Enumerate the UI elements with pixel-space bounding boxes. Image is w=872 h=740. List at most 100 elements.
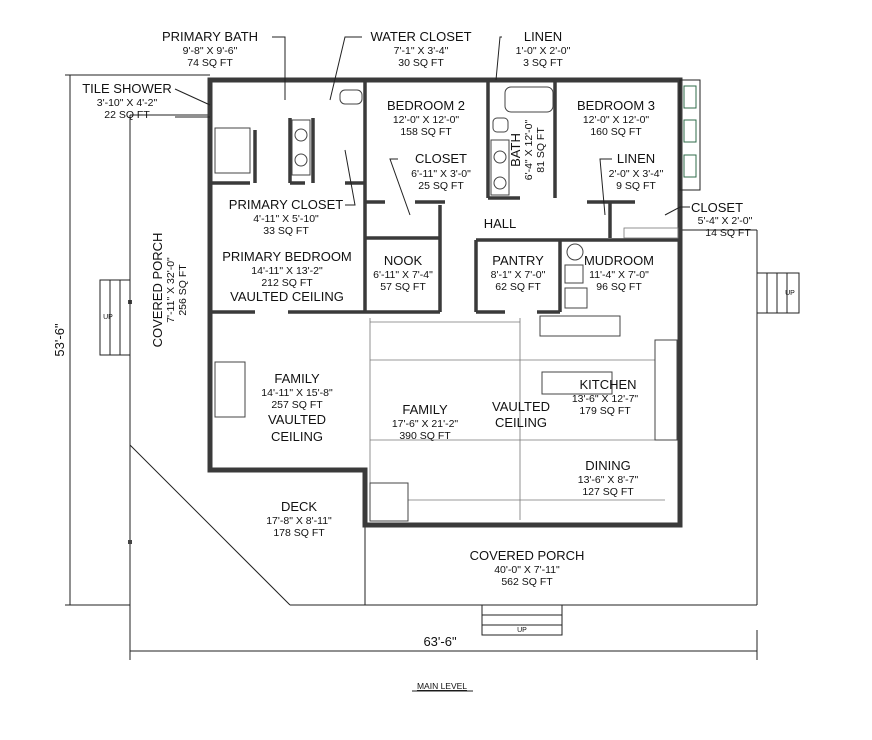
room-closet-hall: CLOSET 5'-4" X 2'-0" 14 SQ FT <box>691 200 753 239</box>
toilet-icon <box>492 117 509 133</box>
svg-text:DECK: DECK <box>281 499 317 514</box>
svg-text:9 SQ FT: 9 SQ FT <box>616 180 656 192</box>
room-family-large: FAMILY 17'-6" X 21'-2" 390 SQ FT <box>392 402 459 442</box>
stairs-right: UP <box>756 272 800 314</box>
svg-text:LINEN: LINEN <box>524 29 562 44</box>
svg-text:74 SQ FT: 74 SQ FT <box>187 57 233 69</box>
svg-text:8'-1" X 7'-0": 8'-1" X 7'-0" <box>491 269 546 281</box>
svg-text:CEILING: CEILING <box>495 415 547 430</box>
svg-text:13'-6" X 12'-7": 13'-6" X 12'-7" <box>572 393 639 405</box>
svg-text:BEDROOM 3: BEDROOM 3 <box>577 98 655 113</box>
svg-text:6'-11" X 7'-4": 6'-11" X 7'-4" <box>373 269 433 281</box>
svg-text:256 SQ FT: 256 SQ FT <box>177 264 189 316</box>
room-family-small: FAMILY 14'-11" X 15'-8" 257 SQ FT VAULTE… <box>261 371 333 444</box>
svg-text:CLOSET: CLOSET <box>691 200 743 215</box>
svg-text:TILE SHOWER: TILE SHOWER <box>82 81 172 96</box>
svg-text:WATER CLOSET: WATER CLOSET <box>370 29 471 44</box>
svg-text:14 SQ FT: 14 SQ FT <box>705 227 751 239</box>
svg-text:LINEN: LINEN <box>617 151 655 166</box>
room-hall: HALL <box>484 216 517 231</box>
svg-text:14'-11" X 13'-2": 14'-11" X 13'-2" <box>251 265 323 277</box>
stairs-up-label: UP <box>517 627 527 634</box>
svg-text:25 SQ FT: 25 SQ FT <box>418 180 464 192</box>
svg-text:158 SQ FT: 158 SQ FT <box>400 126 452 138</box>
room-tile-shower: TILE SHOWER 3'-10" X 4'-2" 22 SQ FT <box>82 81 172 121</box>
room-primary-bedroom: PRIMARY BEDROOM 14'-11" X 13'-2" 212 SQ … <box>222 249 352 304</box>
dryer-icon <box>564 287 588 309</box>
svg-text:KITCHEN: KITCHEN <box>579 377 636 392</box>
svg-text:PRIMARY BATH: PRIMARY BATH <box>162 29 258 44</box>
svg-text:6'-11" X 3'-0": 6'-11" X 3'-0" <box>411 168 471 180</box>
double-vanity-icon <box>291 119 311 176</box>
svg-text:562 SQ FT: 562 SQ FT <box>501 576 553 588</box>
svg-text:33 SQ FT: 33 SQ FT <box>263 225 309 237</box>
svg-text:VAULTED CEILING: VAULTED CEILING <box>230 289 344 304</box>
svg-text:3'-10" X 4'-2": 3'-10" X 4'-2" <box>97 97 158 109</box>
svg-text:PANTRY: PANTRY <box>492 253 544 268</box>
room-dining: DINING 13'-6" X 8'-7" 127 SQ FT <box>578 458 639 498</box>
svg-text:5'-4" X 2'-0": 5'-4" X 2'-0" <box>698 215 753 227</box>
svg-text:22 SQ FT: 22 SQ FT <box>104 109 150 121</box>
room-bath: BATH 6'-4" X 12'-0" 81 SQ FT <box>508 119 547 180</box>
svg-text:6'-4" X 12'-0": 6'-4" X 12'-0" <box>523 119 535 180</box>
kitchen-island-icon <box>539 315 621 337</box>
room-covered-porch-front: COVERED PORCH 40'-0" X 7'-11" 562 SQ FT <box>470 548 585 588</box>
svg-text:17'-8" X 8'-11": 17'-8" X 8'-11" <box>266 515 332 527</box>
svg-text:62 SQ FT: 62 SQ FT <box>495 281 541 293</box>
room-linen: LINEN 1'-0" X 2'-0" 3 SQ FT <box>516 29 571 69</box>
svg-text:PRIMARY CLOSET: PRIMARY CLOSET <box>229 197 343 212</box>
vaulted-ceiling-label: VAULTED CEILING <box>492 399 550 430</box>
svg-text:257 SQ FT: 257 SQ FT <box>271 399 323 411</box>
fireplace-icon <box>214 361 246 418</box>
room-primary-closet: PRIMARY CLOSET 4'-11" X 5'-10" 33 SQ FT <box>229 197 343 237</box>
room-water-closet: WATER CLOSET 7'-1" X 3'-4" 30 SQ FT <box>370 29 471 69</box>
room-linen-2: LINEN 2'-0" X 3'-4" 9 SQ FT <box>609 151 664 192</box>
svg-text:COVERED PORCH: COVERED PORCH <box>150 233 165 348</box>
stairs-up-label: UP <box>785 290 795 297</box>
leader-lines <box>174 36 690 216</box>
depth-dimension: 53'-6" <box>52 323 67 357</box>
room-kitchen: KITCHEN 13'-6" X 12'-7" 179 SQ FT <box>572 377 639 417</box>
svg-text:12'-0" X 12'-0": 12'-0" X 12'-0" <box>583 114 650 126</box>
svg-text:DINING: DINING <box>585 458 631 473</box>
stairs-front: UP <box>481 604 563 636</box>
svg-text:12'-0" X 12'-0": 12'-0" X 12'-0" <box>393 114 460 126</box>
svg-text:178 SQ FT: 178 SQ FT <box>273 527 325 539</box>
water-heater-icon <box>566 243 584 261</box>
svg-text:179 SQ FT: 179 SQ FT <box>579 405 631 417</box>
shelf-icon <box>683 85 697 109</box>
svg-text:9'-8" X 9'-6": 9'-8" X 9'-6" <box>183 45 238 57</box>
svg-text:17'-6" X 21'-2": 17'-6" X 21'-2" <box>392 418 459 430</box>
svg-text:30 SQ FT: 30 SQ FT <box>398 57 444 69</box>
svg-text:NOOK: NOOK <box>384 253 423 268</box>
bathtub-icon <box>504 86 554 113</box>
room-primary-bath: PRIMARY BATH 9'-8" X 9'-6" 74 SQ FT <box>162 29 258 69</box>
kitchen-counter-icon <box>654 339 678 441</box>
svg-text:PRIMARY BEDROOM: PRIMARY BEDROOM <box>222 249 352 264</box>
fixtures <box>214 79 701 522</box>
svg-text:11'-4" X 7'-0": 11'-4" X 7'-0" <box>589 269 649 281</box>
svg-text:CEILING: CEILING <box>271 429 323 444</box>
svg-text:96 SQ FT: 96 SQ FT <box>596 281 642 293</box>
svg-text:BEDROOM 2: BEDROOM 2 <box>387 98 465 113</box>
stairs-up-label: UP <box>103 314 113 321</box>
room-covered-porch-side: COVERED PORCH 7'-11" X 32'-0" 256 SQ FT <box>150 233 189 348</box>
svg-text:212 SQ FT: 212 SQ FT <box>261 277 313 289</box>
svg-text:MUDROOM: MUDROOM <box>584 253 654 268</box>
svg-text:7'-11" X 32'-0": 7'-11" X 32'-0" <box>165 257 177 323</box>
stairs-left: UP <box>99 279 131 356</box>
room-bedroom-3: BEDROOM 3 12'-0" X 12'-0" 160 SQ FT <box>577 98 655 138</box>
svg-text:FAMILY: FAMILY <box>402 402 448 417</box>
svg-text:BATH: BATH <box>508 133 523 167</box>
svg-text:VAULTED: VAULTED <box>268 412 326 427</box>
svg-text:40'-0" X 7'-11": 40'-0" X 7'-11" <box>494 564 560 576</box>
room-deck: DECK 17'-8" X 8'-11" 178 SQ FT <box>266 499 332 539</box>
room-closet-bedroom-2: CLOSET 6'-11" X 3'-0" 25 SQ FT <box>411 151 471 192</box>
width-dimension: 63'-6" <box>423 634 457 649</box>
dimension-lines <box>65 74 758 660</box>
svg-text:390 SQ FT: 390 SQ FT <box>399 430 451 442</box>
svg-text:FAMILY: FAMILY <box>274 371 320 386</box>
room-nook: NOOK 6'-11" X 7'-4" 57 SQ FT <box>373 253 433 293</box>
svg-text:160 SQ FT: 160 SQ FT <box>590 126 642 138</box>
